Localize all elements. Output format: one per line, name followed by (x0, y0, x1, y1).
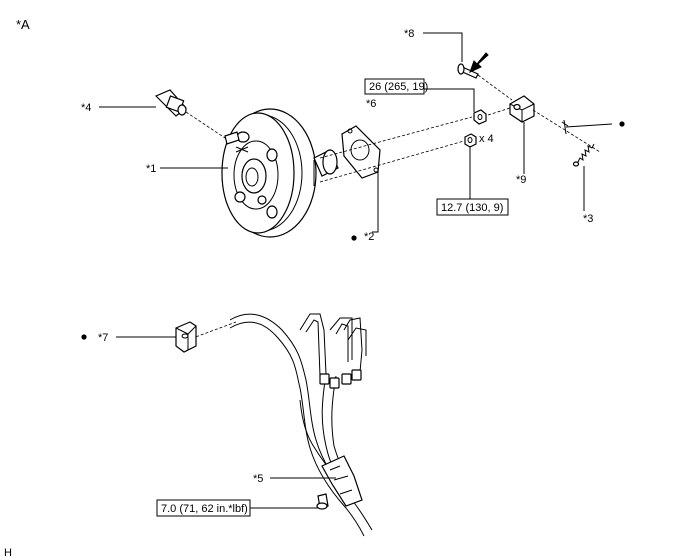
callout-8: *8 (404, 28, 414, 40)
vacuum-hose-connector (154, 89, 187, 117)
brake-booster-assembly (221, 108, 339, 238)
callout-1: *1 (146, 163, 156, 175)
figure-code: H (4, 547, 12, 559)
torque-box-bracket-bolt: 7.0 (71, 62 in.*lbf) (156, 499, 251, 517)
callout-3: *3 (583, 213, 593, 225)
quantity-note: x 4 (479, 133, 494, 145)
alignment-lines (181, 74, 601, 343)
callout-2: *2 (364, 231, 374, 243)
callout-4: *4 (81, 102, 91, 114)
booster-nut (464, 133, 477, 148)
lock-nut (473, 109, 487, 125)
arrow-icon (469, 52, 489, 73)
callout-5: *5 (253, 473, 263, 485)
line-clamp-bracket (175, 321, 197, 353)
replace-marker (351, 235, 357, 241)
view-label: *A (16, 17, 30, 32)
callout-7: *7 (98, 332, 108, 344)
torque-box-clevis: 26 (265, 19) (364, 78, 428, 95)
clip-part (561, 119, 595, 167)
torque-bracket-bolt: 7.0 (71, 62 in.*lbf) (161, 503, 248, 515)
callout-6: *6 (366, 98, 376, 110)
clevis-part (509, 95, 535, 123)
torque-clevis: 26 (265, 19) (369, 81, 428, 93)
leader-lines (99, 32, 613, 509)
callout-9: *9 (516, 174, 526, 186)
torque-box-booster-nuts: 12.7 (130, 9) (436, 198, 509, 216)
torque-booster-nuts: 12.7 (130, 9) (441, 202, 503, 214)
replace-marker (619, 121, 625, 127)
replace-marker (81, 334, 87, 340)
brake-tube-assembly (229, 313, 373, 537)
